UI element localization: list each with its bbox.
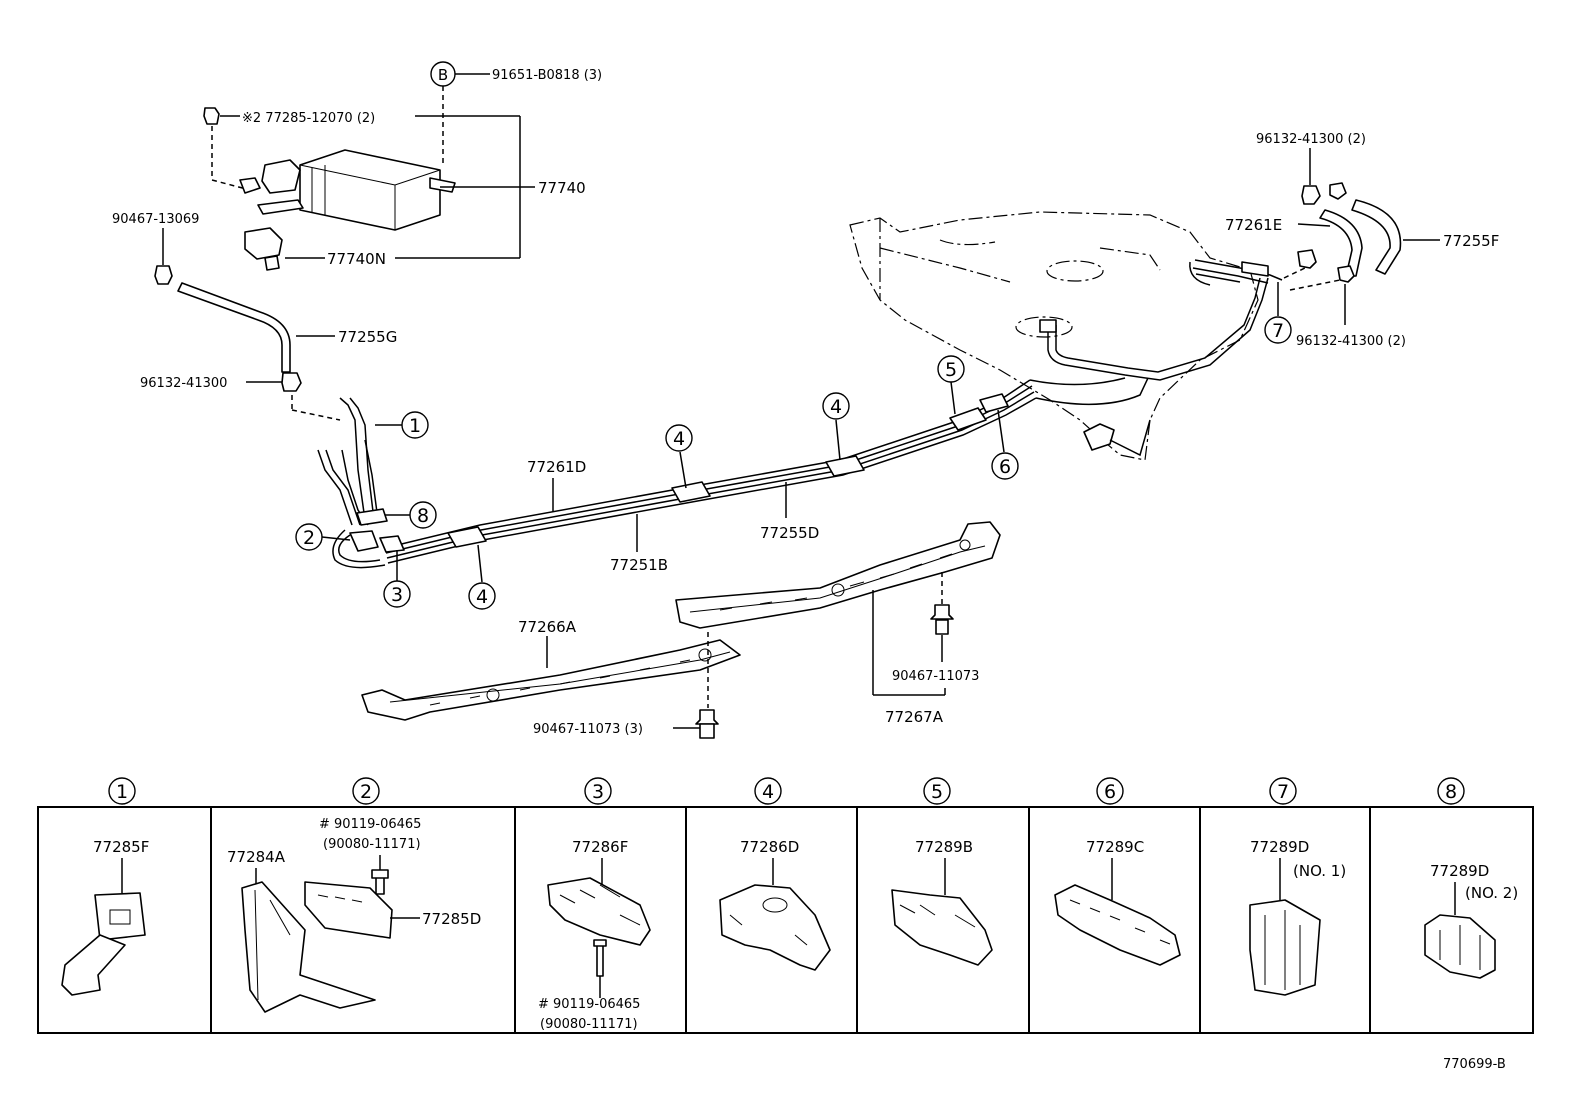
svg-text:7: 7 xyxy=(1272,320,1284,342)
cell-3-bolt-alt: (90080-11171) xyxy=(540,1017,638,1032)
bracket-77284a-icon xyxy=(241,881,376,1013)
table-header-4: 4 xyxy=(762,781,774,803)
marker-8 xyxy=(409,501,437,529)
callout-tube-b: 77251B xyxy=(610,556,668,574)
callout-clip-11073-right: 90467-11073 xyxy=(892,669,979,684)
fuel-tank-outline xyxy=(849,211,1283,461)
callout-clip-11073-left: 90467-11073 (3) xyxy=(533,722,643,737)
hose-77255g-icon xyxy=(177,282,291,373)
protectors: 90467-11073 77267A 77266A 90467-11073 (3… xyxy=(361,521,1001,739)
clamp-icon xyxy=(1337,265,1355,283)
marker-4b xyxy=(665,424,693,452)
marker-3 xyxy=(383,580,411,608)
cell-3-part: 77286F xyxy=(572,838,628,856)
callout-bolt-b: 91651-B0818 (3) xyxy=(492,68,602,83)
bolt-icon xyxy=(593,939,607,977)
table-header-1: 1 xyxy=(116,781,128,803)
clip-icon xyxy=(203,107,220,125)
clamp-77286f-icon xyxy=(547,877,651,946)
marker-2 xyxy=(295,523,323,551)
protector-77267a-icon xyxy=(675,521,1001,629)
cell-2-bolt: # 90119-06465 xyxy=(319,817,421,832)
callout-clamp-top-right: 96132-41300 (2) xyxy=(1256,132,1366,147)
cell-1-part: 77285F xyxy=(93,838,149,856)
callout-hose-255f: 77255F xyxy=(1443,232,1499,250)
clamp-77286d-icon xyxy=(719,884,831,971)
bolt-icon xyxy=(371,869,389,895)
hose-77255f-icon xyxy=(1351,199,1402,275)
clamp-77285d-icon xyxy=(304,881,393,939)
callout-vsv: 77740N xyxy=(327,250,386,268)
cell-8-variant: (NO. 2) xyxy=(1465,884,1518,902)
canister-assembly: B 91651-B0818 (3) ※2 77285-12070 (2) 777… xyxy=(203,61,602,271)
callout-clip-2: ※2 77285-12070 (2) xyxy=(242,111,375,126)
callout-hose-g: 77255G xyxy=(338,328,397,346)
cell-8-part: 77289D xyxy=(1430,862,1489,880)
cell-2-bolt-alt: (90080-11171) xyxy=(323,837,421,852)
right-hose-group: 96132-41300 (2) 77261E 77255F 96132-4130… xyxy=(1225,132,1499,349)
clamp-icon xyxy=(1329,182,1347,200)
marker-1 xyxy=(401,411,429,439)
cell-5-part: 77289B xyxy=(915,838,973,856)
cell-2-clamp: 77285D xyxy=(422,910,481,928)
table-header-2: 2 xyxy=(360,781,372,803)
drawing-id: 770699-B xyxy=(1443,1057,1506,1072)
marker-5 xyxy=(937,355,965,383)
callout-tube-261e: 77261E xyxy=(1225,216,1282,234)
detail-table: 1 2 3 4 5 6 7 8 77285F # 90119-06465 (90… xyxy=(37,777,1534,1034)
position-markers: 1 2 3 4 4 4 5 6 7 8 xyxy=(295,282,1292,610)
hose-77261e-icon xyxy=(1319,209,1363,277)
fuel-tube-bundle: 77261D 77251B 77255D xyxy=(317,379,1037,574)
svg-text:8: 8 xyxy=(417,505,429,527)
cell-7-variant: (NO. 1) xyxy=(1293,862,1346,880)
table-header-3: 3 xyxy=(592,781,604,803)
table-header-7: 7 xyxy=(1277,781,1289,803)
marker-6 xyxy=(991,452,1019,480)
table-header-8: 8 xyxy=(1445,781,1457,803)
svg-text:4: 4 xyxy=(673,428,685,450)
svg-text:1: 1 xyxy=(409,415,421,437)
callout-clamp-right: 96132-41300 (2) xyxy=(1296,334,1406,349)
callout-tube-d: 77261D xyxy=(527,458,586,476)
callout-protector-267a: 77267A xyxy=(885,708,944,726)
clamp-icon xyxy=(1301,185,1321,205)
clip-icon xyxy=(695,709,719,725)
callout-tube-255d: 77255D xyxy=(760,524,819,542)
callout-clamp-left: 96132-41300 xyxy=(140,376,227,391)
clip-icon xyxy=(930,604,954,620)
marker-7 xyxy=(1264,316,1292,344)
callout-canister: 77740 xyxy=(538,179,586,197)
detail-table-frame xyxy=(37,806,1534,1034)
clamp-77285f-icon xyxy=(94,892,146,941)
svg-text:4: 4 xyxy=(830,396,842,418)
clamp-77289b-icon xyxy=(891,889,993,966)
clamp-icon xyxy=(281,372,302,392)
vsv-icon xyxy=(244,227,283,260)
table-header-5: 5 xyxy=(931,781,943,803)
clamp-icon xyxy=(1297,249,1317,269)
svg-text:4: 4 xyxy=(476,586,488,608)
svg-text:3: 3 xyxy=(391,584,403,606)
callout-protector-a: 77266A xyxy=(518,618,577,636)
cell-6-part: 77289C xyxy=(1086,838,1144,856)
clamp-77289c-icon xyxy=(1054,884,1181,966)
svg-text:2: 2 xyxy=(303,527,315,549)
callout-clip-upper-left: 90467-13069 xyxy=(112,212,199,227)
cell-4-part: 77286D xyxy=(740,838,799,856)
charcoal-canister-icon xyxy=(299,149,441,231)
table-header-6: 6 xyxy=(1104,781,1116,803)
cell-2-bracket: 77284A xyxy=(227,848,286,866)
marker-b-label: B xyxy=(438,66,448,84)
svg-text:5: 5 xyxy=(945,359,957,381)
marker-4c xyxy=(822,392,850,420)
clip-icon xyxy=(154,265,173,285)
svg-text:6: 6 xyxy=(999,456,1011,478)
marker-4a xyxy=(468,582,496,610)
cell-7-part: 77289D xyxy=(1250,838,1309,856)
hose-g-group: 90467-13069 77255G 96132-41300 xyxy=(112,212,397,421)
protector-77266a-icon xyxy=(361,639,741,721)
cell-3-bolt: # 90119-06465 xyxy=(538,997,640,1012)
